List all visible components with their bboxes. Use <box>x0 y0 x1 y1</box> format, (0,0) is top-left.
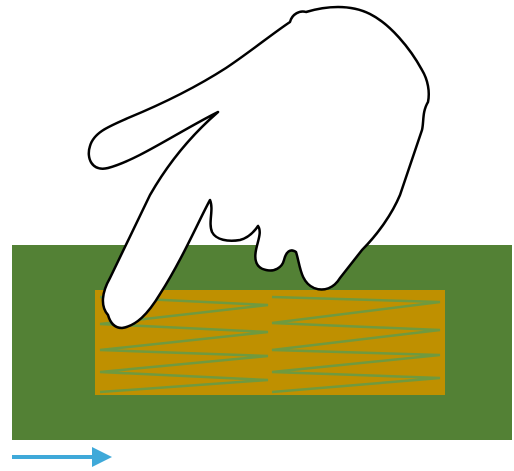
arrow-right-icon <box>12 447 112 467</box>
zigzag-electrode-left <box>99 295 269 394</box>
pointing-hand-icon <box>87 5 430 330</box>
arrow-head <box>92 447 112 467</box>
zigzag-electrode-right <box>271 295 441 394</box>
